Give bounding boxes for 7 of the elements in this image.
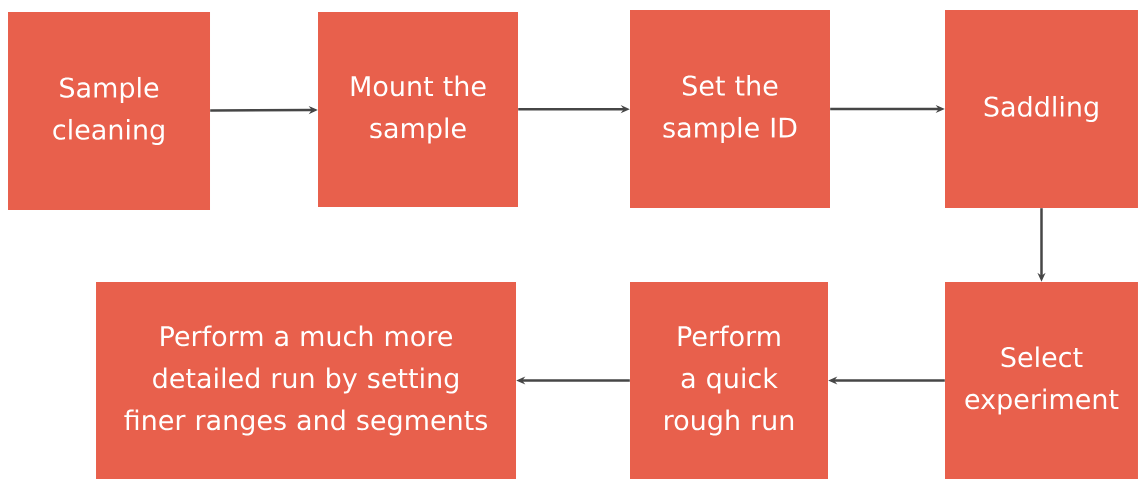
process-box: Perform a quick rough run: [630, 282, 828, 479]
process-box: Perform a much more detailed run by setting finer ranges and segments: [96, 282, 516, 479]
process-box: Sample cleaning: [8, 12, 210, 210]
process-box: Mount the sample: [318, 12, 518, 207]
process-box: Saddling: [945, 10, 1138, 208]
process-box: Select experiment: [945, 282, 1138, 479]
process-box: Set the sample ID: [630, 10, 830, 208]
